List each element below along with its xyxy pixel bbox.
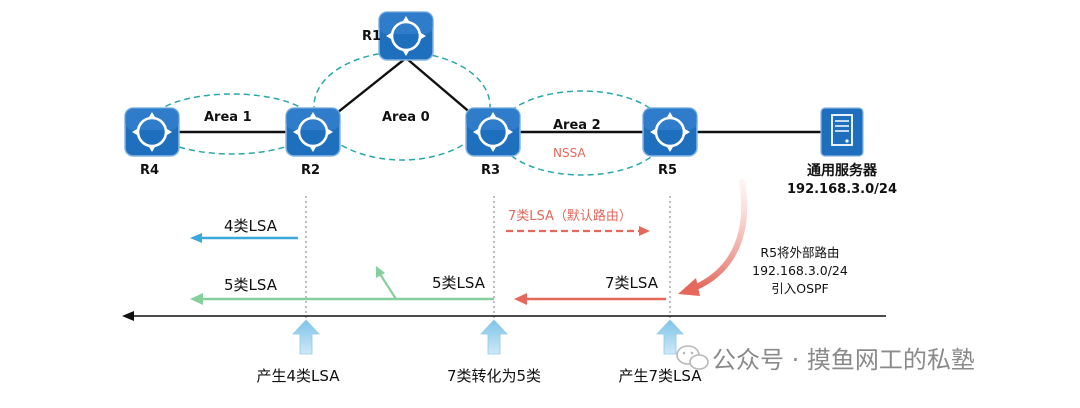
area0-boundary bbox=[313, 51, 491, 161]
router-label-r5: R5 bbox=[658, 163, 677, 178]
event-marker-r5 bbox=[656, 319, 684, 355]
event-marker-r3 bbox=[480, 319, 508, 355]
lsa5-arrow-head bbox=[190, 293, 203, 305]
lsa4-label: 4类LSA bbox=[224, 217, 278, 235]
router-icon bbox=[641, 106, 699, 158]
event-marker-r2 bbox=[292, 319, 320, 355]
redistribution-curve-arrow bbox=[691, 179, 748, 291]
default-route-arrow-head bbox=[639, 226, 650, 236]
lsa5-branch-arrow-head bbox=[376, 266, 385, 278]
event-label-r2: 产生4类LSA bbox=[257, 367, 341, 385]
server-subnet: 192.168.3.0/24 bbox=[787, 182, 897, 197]
lsa4-arrow-head bbox=[190, 233, 202, 243]
router-label-r1: R1 bbox=[362, 29, 381, 44]
router-r3[interactable] bbox=[464, 106, 522, 158]
router-r4[interactable] bbox=[123, 106, 181, 158]
annotation-line3: 引入OSPF bbox=[771, 281, 829, 296]
router-label-r3: R3 bbox=[481, 163, 500, 178]
default-route-label: 7类LSA（默认路由） bbox=[508, 208, 632, 224]
router-icon bbox=[123, 106, 181, 158]
router-icon bbox=[284, 106, 342, 158]
redistribution-curve-arrow-head bbox=[678, 278, 700, 296]
area2-type-label: NSSA bbox=[553, 146, 586, 160]
router-r2[interactable] bbox=[284, 106, 342, 158]
lsa7-label: 7类LSA bbox=[605, 274, 659, 292]
watermark: 公众号 · 摸鱼网工的私塾 bbox=[676, 345, 975, 374]
lsa7-arrow-head bbox=[514, 293, 527, 305]
watermark-text: 公众号 · 摸鱼网工的私塾 bbox=[712, 346, 975, 374]
router-icon bbox=[377, 10, 435, 62]
wechat-icon bbox=[676, 345, 709, 370]
server[interactable] bbox=[820, 107, 864, 157]
event-label-r5: 产生7类LSA bbox=[619, 367, 703, 385]
area1-label: Area 1 bbox=[204, 110, 252, 125]
annotation-line1: R5将外部路由 bbox=[760, 245, 839, 260]
lsa5-branch-arrow bbox=[379, 273, 397, 300]
router-label-r2: R2 bbox=[301, 163, 320, 178]
router-r1[interactable] bbox=[377, 10, 435, 62]
area2-label: Area 2 bbox=[553, 118, 601, 133]
router-r5[interactable] bbox=[641, 106, 699, 158]
server-name: 通用服务器 bbox=[807, 162, 878, 179]
router-label-r4: R4 bbox=[140, 163, 159, 178]
timeline-arrow-head bbox=[122, 311, 134, 321]
event-label-r3: 7类转化为5类 bbox=[447, 367, 541, 385]
area0-label: Area 0 bbox=[382, 110, 430, 125]
lsa5-left-label: 5类LSA bbox=[224, 276, 278, 294]
router-icon bbox=[464, 106, 522, 158]
lsa5-mid-label: 5类LSA bbox=[432, 274, 486, 292]
annotation-line2: 192.168.3.0/24 bbox=[752, 263, 848, 278]
